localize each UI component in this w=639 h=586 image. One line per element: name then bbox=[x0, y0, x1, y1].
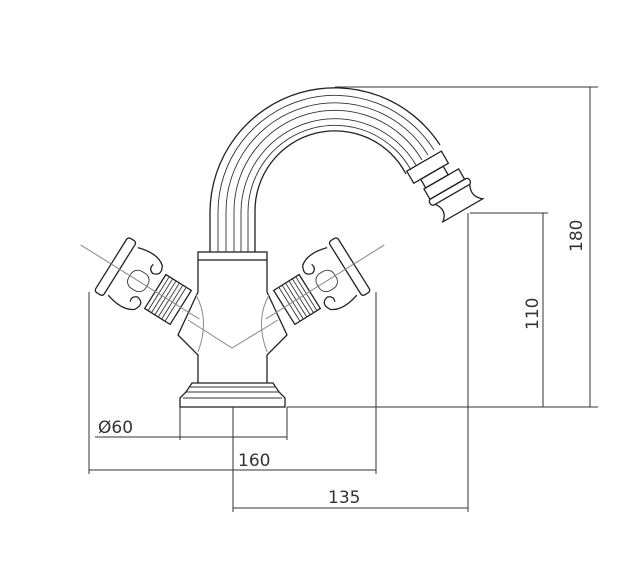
dimension-110-label: 110 bbox=[523, 298, 543, 330]
dimension-diameter-60: Ø60 bbox=[95, 407, 288, 440]
dimension-diameter-label: Ø60 bbox=[98, 418, 133, 438]
dimension-110: 110 bbox=[470, 212, 548, 407]
dimension-160-label: 160 bbox=[238, 451, 270, 471]
faucet-body bbox=[177, 251, 288, 383]
dimension-135: 135 bbox=[232, 213, 469, 512]
left-handle bbox=[80, 237, 200, 326]
dimension-135-label: 135 bbox=[328, 488, 360, 508]
spout-nozzle bbox=[405, 150, 485, 224]
faucet-base bbox=[179, 382, 286, 408]
dimension-180: 180 bbox=[335, 86, 598, 407]
right-handle bbox=[265, 237, 385, 326]
dimension-160: 160 bbox=[88, 292, 377, 474]
dimension-180-label: 180 bbox=[567, 220, 587, 252]
spout bbox=[209, 87, 485, 252]
